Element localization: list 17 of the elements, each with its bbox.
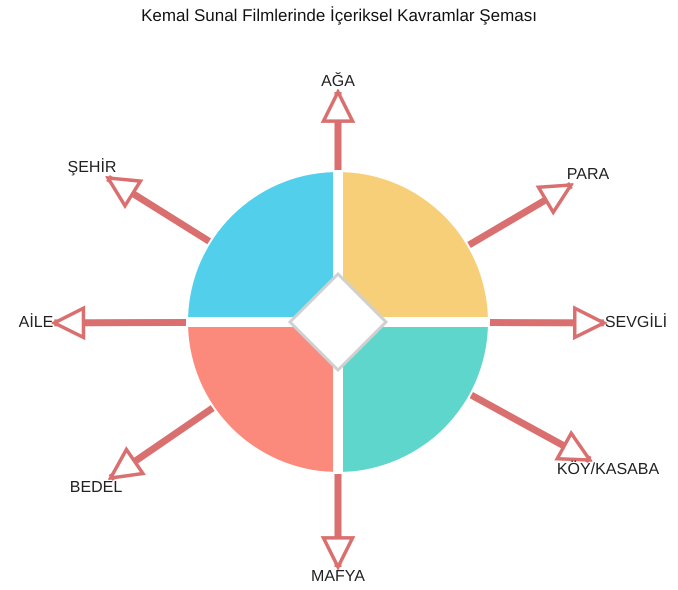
arrow [322,90,354,170]
arrow [490,306,606,340]
arrow [108,405,215,481]
concept-label: KÖY/KASABA [556,461,660,479]
arrow [467,182,573,248]
arrow [52,306,186,340]
concept-label: ŞEHİR [68,159,116,177]
concept-label: PARA [566,166,610,184]
concept-label: MAFYA [311,568,365,586]
concept-label: AİLE [18,314,54,332]
concept-label: AĞA [321,73,355,91]
arrow [470,392,592,464]
concept-label: SEVGİLİ [604,314,668,332]
arrow [322,474,354,569]
arrow [106,175,212,244]
concept-label: BEDEL [70,479,122,497]
diagram-title: Kemal Sunal Filmlerinde İçeriksel Kavramlar Şeması [140,6,538,26]
